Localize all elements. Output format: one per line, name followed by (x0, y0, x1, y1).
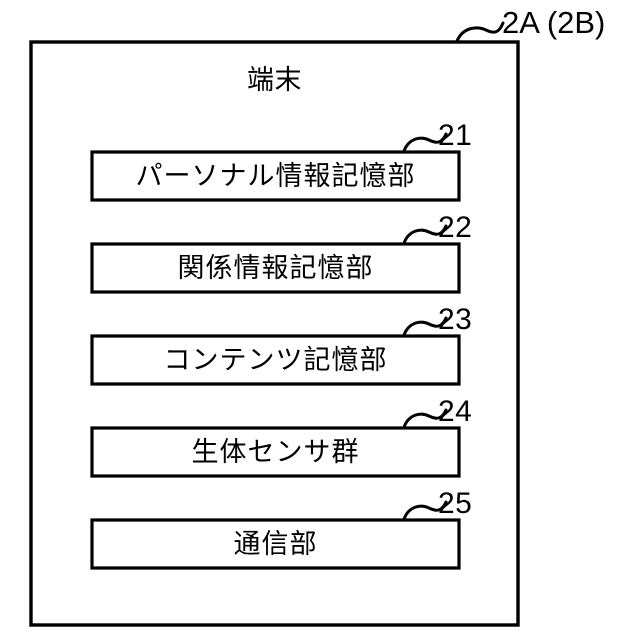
block-rect-content-storage (90, 334, 461, 386)
block-label-relation-info-storage: 関係情報記憶部 (177, 253, 374, 283)
leader-line-23 (402, 316, 448, 337)
block-rect-biometric-sensor-group (90, 426, 461, 478)
block-label-personal-info-storage: パーソナル情報記憶部 (135, 161, 416, 191)
block-label-biometric-sensor-group: 生体センサ群 (191, 437, 360, 467)
leader-line-24 (402, 408, 448, 429)
leader-line-25 (402, 500, 448, 521)
block-label-communication-unit: 通信部 (233, 529, 318, 559)
block-rect-communication-unit (90, 518, 461, 570)
block-rect-relation-info-storage (90, 242, 461, 294)
reference-number-21: 21 (438, 119, 473, 152)
reference-number-24: 24 (438, 395, 473, 428)
leader-line-assembly (455, 21, 505, 43)
leader-line-22 (402, 224, 448, 245)
block-label-content-storage: コンテンツ記憶部 (163, 345, 388, 375)
reference-number-25: 25 (438, 487, 473, 520)
reference-number-23: 23 (438, 303, 473, 336)
block-rect-personal-info-storage (90, 150, 461, 202)
figure-title: 端末 (247, 65, 302, 95)
assembly-reference-label: 2A (2B) (502, 5, 606, 40)
leader-line-21 (402, 132, 448, 153)
reference-number-22: 22 (438, 211, 473, 244)
terminal-outer-frame (29, 40, 520, 627)
